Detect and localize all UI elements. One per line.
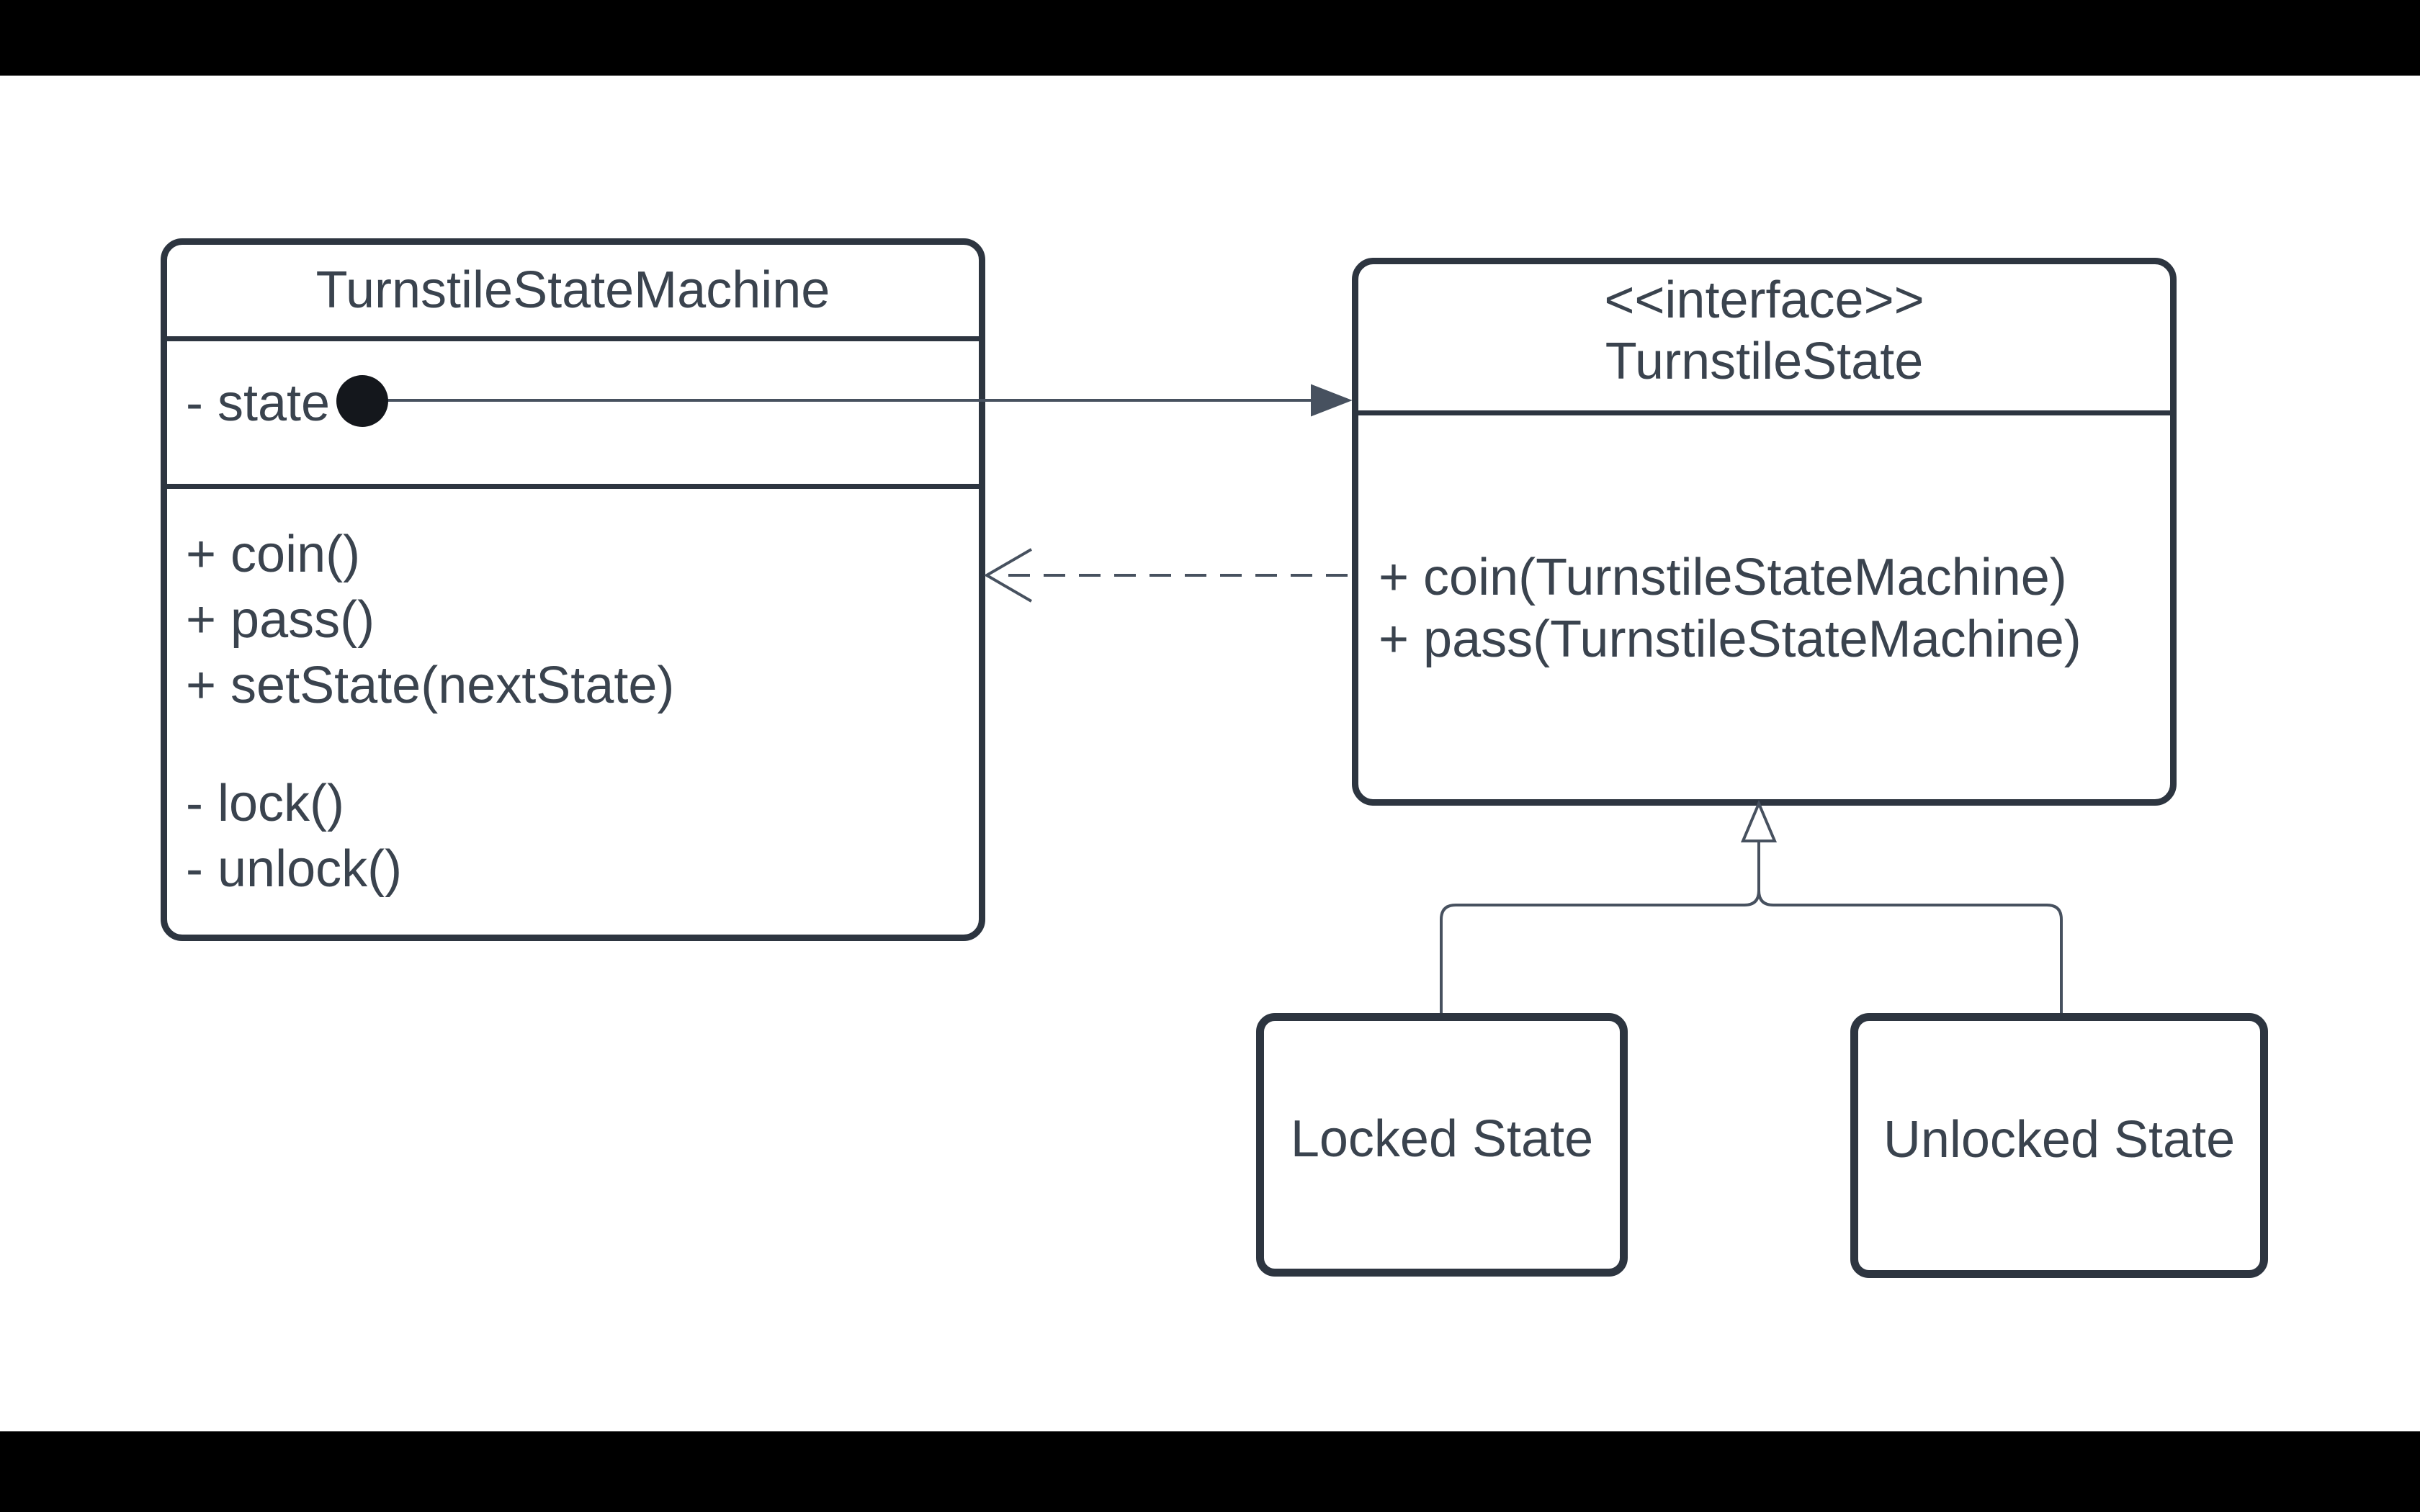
open-arrowhead-icon: [984, 548, 1033, 603]
filled-arrowhead-icon: [1311, 384, 1353, 417]
state-node-label: Locked State: [1290, 1110, 1594, 1168]
realization-edge: [1440, 799, 2063, 1013]
attribute-row: - state: [186, 372, 399, 434]
interface-methods-compartment: + coin(TurnstileStateMachine) + pass(Tur…: [1358, 410, 2170, 799]
state-node-label: Unlocked State: [1883, 1111, 2236, 1169]
class-method: - unlock(): [186, 840, 403, 898]
hollow-triangle-arrowhead-icon: [1740, 799, 1778, 842]
interface-title: TurnstileState: [1605, 332, 1924, 390]
interface-method: + pass(TurnstileStateMachine): [1379, 611, 2081, 668]
letterbox-top: [0, 0, 2420, 76]
class-method: + pass(): [186, 591, 375, 649]
method-group-gap: [186, 719, 979, 771]
class-node-turnstilestatemachine: TurnstileStateMachine - state + coin() +…: [161, 238, 985, 941]
interface-stereotype: <<interface>>: [1604, 271, 1924, 329]
class-attributes-compartment: - state: [167, 336, 979, 484]
interface-title-compartment: <<interface>> TurnstileState: [1358, 264, 2170, 410]
class-method: + setState(nextState): [186, 657, 675, 714]
letterbox-bottom: [0, 1431, 2420, 1512]
attribute-label: - state: [186, 374, 331, 432]
class-methods-compartment: + coin() + pass() + setState(nextState) …: [167, 484, 979, 935]
class-title: TurnstileStateMachine: [315, 261, 830, 320]
state-node-locked: Locked State: [1256, 1013, 1628, 1277]
interface-node-turnstilestate: <<interface>> TurnstileState + coin(Turn…: [1352, 258, 2177, 806]
interface-method: + coin(TurnstileStateMachine): [1379, 549, 2067, 606]
state-node-unlocked: Unlocked State: [1850, 1013, 2268, 1278]
state-association-dot-anchor: [337, 377, 399, 429]
class-method: - lock(): [186, 775, 344, 832]
dependency-edge: [984, 548, 1352, 603]
class-method: + coin(): [186, 526, 361, 583]
class-title-compartment: TurnstileStateMachine: [167, 245, 979, 336]
